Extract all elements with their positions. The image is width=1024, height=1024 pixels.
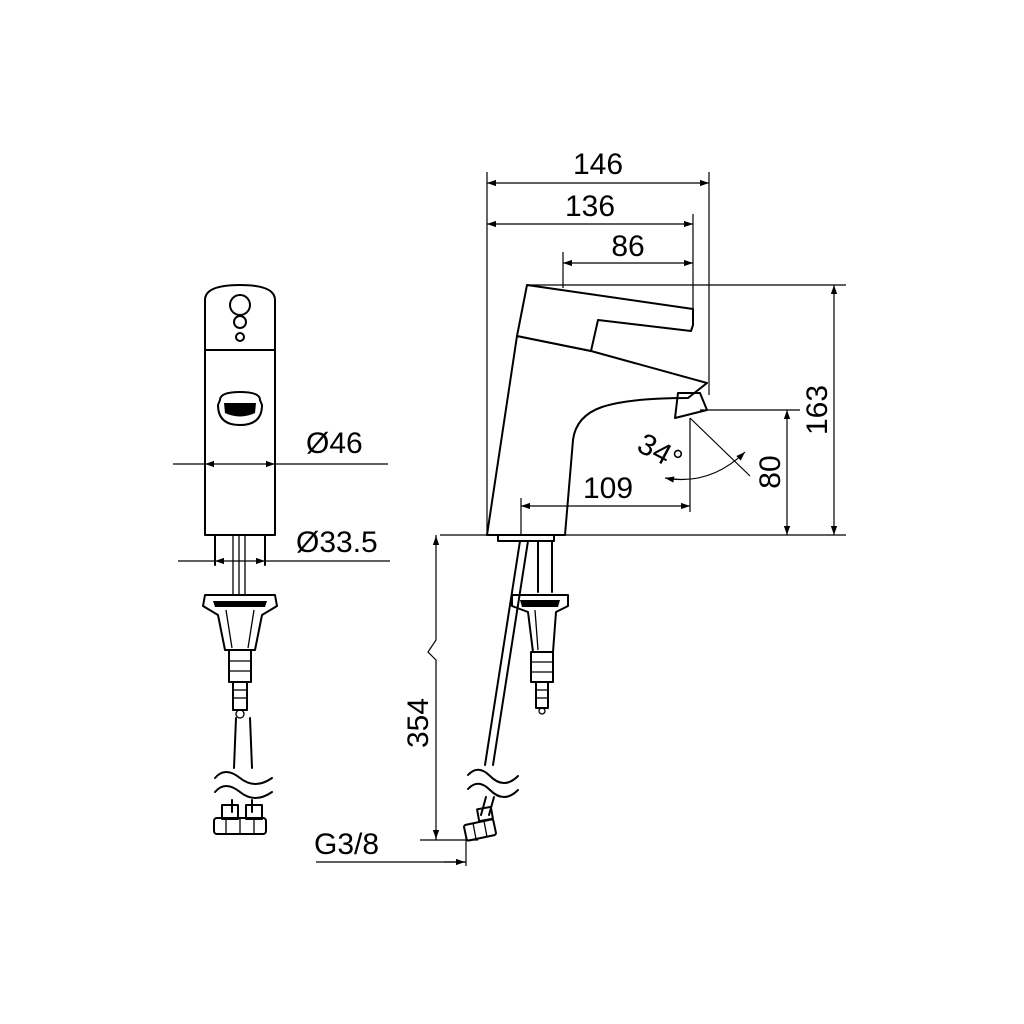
label-163: 163	[801, 385, 834, 435]
rod-end	[235, 709, 245, 719]
rod-end-side	[538, 707, 546, 715]
threaded-rod-front	[232, 681, 248, 711]
bracket-web-2	[247, 609, 255, 649]
extension-lines	[173, 172, 846, 866]
label-136: 136	[565, 190, 615, 223]
lever-handle	[516, 284, 694, 352]
mounting-bracket-front	[202, 594, 278, 651]
fixing-nut-side	[530, 651, 554, 683]
break-line-lower	[214, 785, 273, 799]
label-diameter-335: Ø33.5	[296, 526, 378, 559]
bracket-web-1	[225, 609, 233, 649]
label-g38: G3/8	[314, 828, 379, 861]
label-146: 146	[573, 148, 623, 181]
label-diameter-46: Ø46	[306, 427, 363, 460]
faucet-body-front	[204, 284, 276, 536]
lever-pin-icon	[235, 332, 245, 342]
dim-line-354	[427, 535, 437, 840]
dim-arc-34	[664, 451, 746, 483]
label-109: 109	[583, 472, 633, 505]
ferrule-right	[245, 804, 263, 820]
front-view	[202, 284, 278, 835]
hose-right	[249, 717, 253, 769]
angle-leg	[689, 417, 751, 477]
connector-line-side-2	[483, 820, 488, 838]
hose-left	[233, 717, 237, 769]
fixing-nut-front	[228, 649, 252, 683]
connector-line-side-1	[472, 822, 477, 840]
label-354: 354	[402, 698, 435, 748]
label-86: 86	[611, 230, 644, 263]
bracket-rib-side	[520, 600, 560, 607]
aerator-front	[217, 391, 263, 426]
label-80: 80	[754, 455, 787, 488]
side-view	[463, 284, 708, 842]
hose-connector-side	[463, 818, 497, 842]
lever-top-edge	[526, 284, 694, 310]
hose-side-left	[484, 540, 521, 766]
dimension-lines	[205, 179, 838, 866]
break-line-upper	[214, 771, 273, 785]
ferrule-left	[221, 804, 239, 820]
hose-side-right	[492, 540, 529, 766]
hose-end-side-left	[480, 796, 487, 816]
break-line-side-upper	[467, 768, 519, 784]
lever-knob-icon	[229, 294, 251, 316]
bracket-rib	[213, 601, 267, 607]
lever-screw-icon	[233, 315, 247, 329]
hose-end-side-right	[488, 796, 495, 816]
break-line-side-lower	[467, 782, 519, 798]
aerator-outlet-icon	[224, 403, 256, 417]
label-34-degrees: 34°	[632, 427, 688, 477]
threaded-rod-side	[535, 681, 549, 709]
faucet-body-side	[486, 335, 708, 536]
bracket-web-side	[534, 609, 539, 651]
